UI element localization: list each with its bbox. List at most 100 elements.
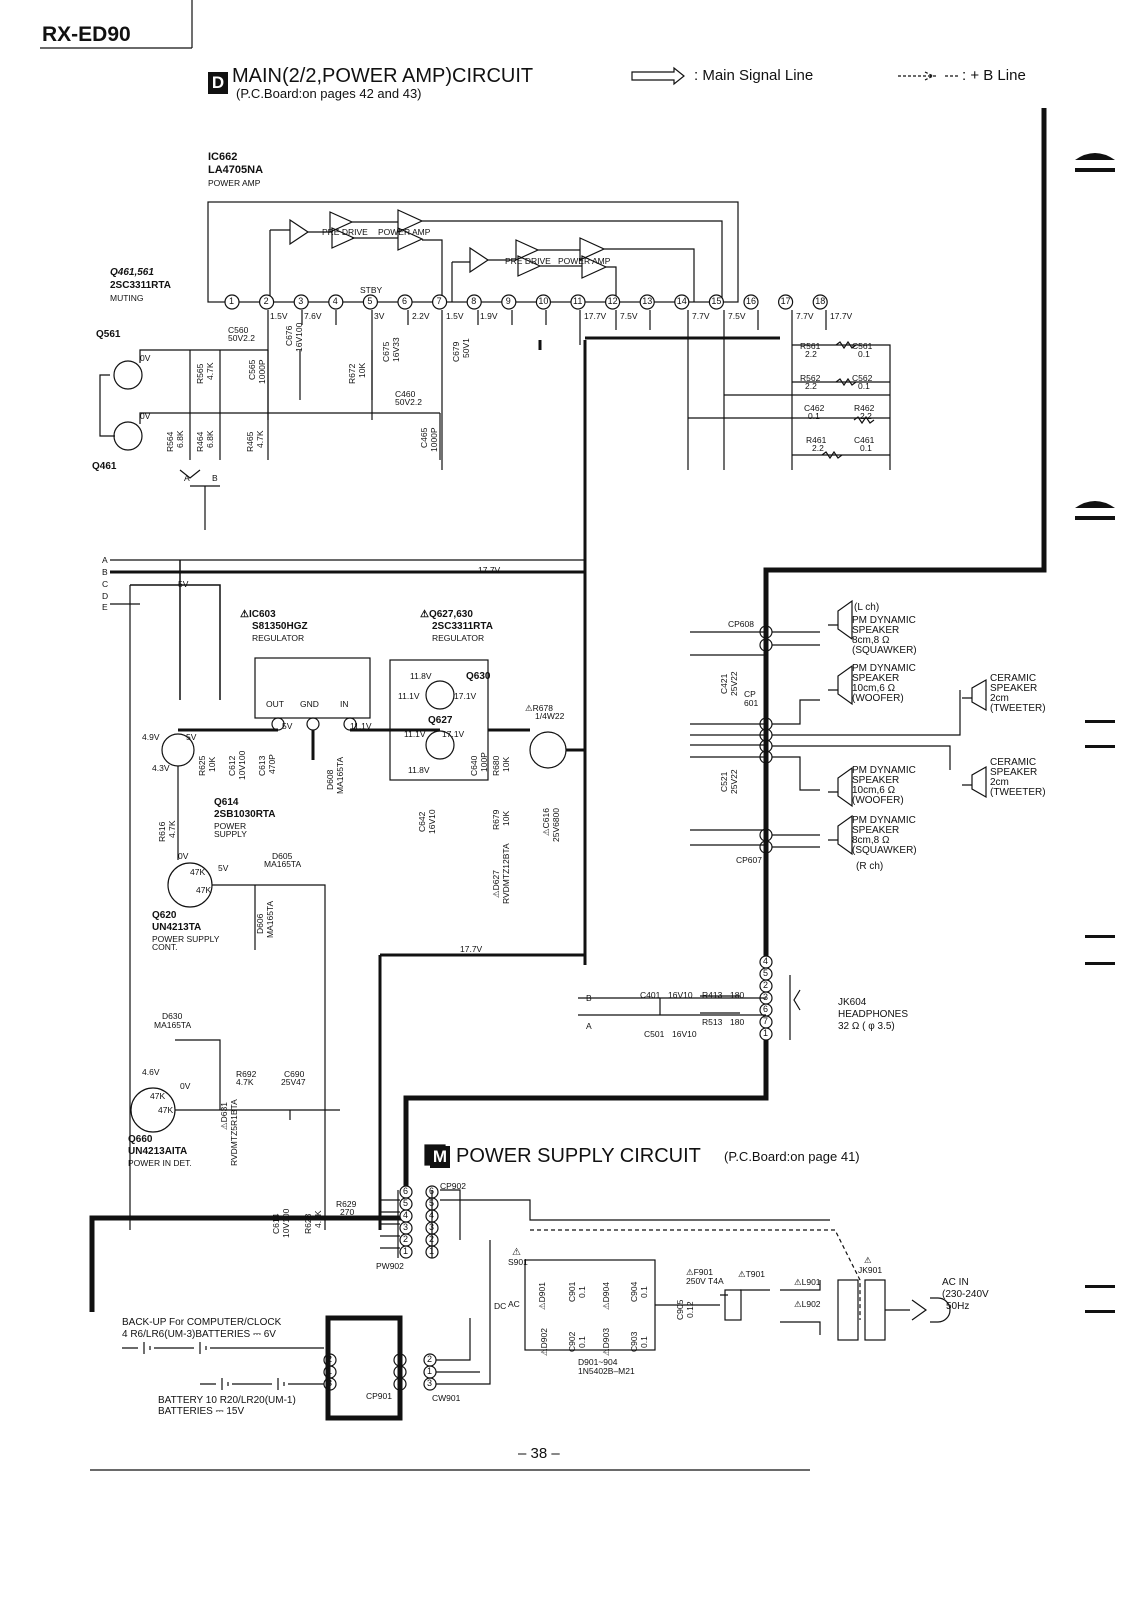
switch-ac: AC: [508, 1299, 520, 1309]
binder-mark: [1075, 153, 1115, 160]
page-title: MAIN(2/2,POWER AMP)CIRCUIT: [232, 65, 534, 87]
node-a-label: A: [184, 473, 190, 483]
q620-ref: Q620: [152, 910, 177, 921]
q660-ov: 0V: [180, 1081, 191, 1091]
r679-label: R679: [491, 809, 501, 830]
c421-value: 25V22: [729, 671, 739, 696]
speaker-spec-line: 2cm: [990, 777, 1009, 788]
c565-label: C565: [247, 359, 257, 380]
jk604-pin: [759, 1027, 773, 1041]
q620-desc1: POWER SUPPLY: [152, 934, 220, 944]
bus-e: E: [102, 602, 108, 612]
ic662-pin-9: [501, 294, 517, 310]
jk901-warning-icon: ⚠: [864, 1255, 872, 1265]
q627-v111: 11.1V: [404, 729, 426, 739]
c616-value: 25V6800: [551, 807, 561, 842]
jk604-pin-number: 6: [763, 1004, 769, 1014]
ic603-gnd: GND: [300, 699, 319, 709]
ic662-pin-number: 15: [711, 296, 722, 306]
ic662-pin-voltage: 17.7V: [830, 311, 853, 321]
c614-value: 10V100: [281, 1208, 291, 1238]
backup-line1: BACK-UP For COMPUTER/CLOCK: [122, 1317, 282, 1328]
jk604-pin-number: 1: [763, 1028, 769, 1038]
c904-value: 0.1: [639, 1286, 649, 1298]
r461-label: R461: [806, 435, 827, 445]
ic662-body: [207, 201, 739, 303]
cp901-pin-number: 3: [327, 1378, 333, 1388]
c903-label: C903: [629, 1331, 639, 1352]
ic662-pin-number: 2: [263, 296, 269, 306]
cp902-pin-number: 6: [403, 1186, 409, 1196]
lch-label: (L ch): [854, 602, 880, 613]
cp902-pin-number: 4: [429, 1210, 435, 1220]
q627-desc: REGULATOR: [432, 633, 485, 643]
c421-label: C421: [719, 673, 729, 694]
speaker-spec-line: PM DYNAMIC: [852, 765, 916, 776]
speaker-spec-line: PM DYNAMIC: [852, 663, 916, 674]
t901-label: ⚠T901: [738, 1269, 765, 1279]
r680-label: R680: [491, 755, 501, 776]
c562-value: 0.1: [858, 381, 870, 391]
q627-v118: 11.8V: [408, 765, 430, 775]
c562-label: C562: [852, 373, 873, 383]
ic603-5v: 5V: [282, 721, 293, 731]
ic662-pin-number: 4: [332, 296, 338, 306]
q660-v46: 4.6V: [142, 1067, 160, 1077]
jk604-pin-number: 3: [763, 992, 769, 1002]
q627-box: [389, 659, 489, 781]
ic662-pin-13: [639, 294, 655, 310]
q614-desc1: POWER: [214, 821, 247, 831]
ic662-pin-14: [674, 294, 690, 310]
legend-main-signal: : Main Signal Line: [694, 67, 814, 84]
r625-value: 10K: [207, 756, 217, 772]
q620-5v: 5V: [218, 863, 229, 873]
c521-label: C521: [719, 771, 729, 792]
cp902-label: CP902: [440, 1181, 466, 1191]
c613-label: C613: [257, 755, 267, 776]
c640-label: C640: [469, 755, 479, 776]
page-subtitle: (P.C.Board:on pages 42 and 43): [236, 86, 422, 101]
f901-value: 250V T4A: [686, 1276, 724, 1286]
tweeter-r-icon: [962, 765, 987, 799]
jk604-pin-number: 7: [763, 1016, 769, 1026]
ic662-pin-number: 5: [367, 296, 373, 306]
q561-label: Q561: [96, 329, 121, 340]
ic662-pin-7: [432, 294, 448, 310]
r692-value: 4.7K: [236, 1077, 254, 1087]
speaker-spec-line: 10cm,6 Ω: [852, 683, 896, 694]
cp901-pin-number: 3: [427, 1378, 433, 1388]
ic662-predrive-2: PRE DRIVE: [505, 256, 551, 266]
ic662-pin-8: [466, 294, 482, 310]
ic662-pin-18: [812, 294, 828, 310]
jk604-spec: 32 Ω ( φ 3.5): [838, 1021, 895, 1032]
cp902-pin-number: 2: [403, 1234, 409, 1244]
jk604-ref: JK604: [838, 997, 867, 1008]
c521-value: 25V22: [729, 769, 739, 794]
d627-value: RVDMTZ12BTA: [501, 843, 511, 904]
frame-border: [89, 108, 1047, 1310]
c904-label: C904: [629, 1281, 639, 1302]
r561-label: R561: [800, 341, 821, 351]
ic662-poweramp-2: POWER AMP: [558, 256, 611, 266]
ic662-pin-17: [777, 294, 794, 310]
bus-d: D: [102, 591, 109, 601]
c640-value: 100P: [479, 752, 489, 772]
c675-label: C675: [381, 341, 391, 362]
power-title: POWER SUPPLY CIRCUIT: [456, 1145, 701, 1167]
bus-17v: 17.7V: [478, 565, 501, 575]
r464-value: 6.8K: [205, 430, 215, 449]
q630-v118: 11.8V: [410, 671, 432, 681]
q660-ref: Q660: [128, 1134, 153, 1145]
q614-part: 2SB1030RTA: [214, 809, 276, 820]
ic662-pin-4: [328, 294, 344, 310]
r692-label: R692: [236, 1069, 257, 1079]
c561-label: C561: [852, 341, 873, 351]
q627-v171: 17.1V: [442, 729, 465, 739]
pw902-label: PW902: [376, 1261, 404, 1271]
cp608-label: CP608: [728, 619, 754, 629]
cp901-pin-number: 1: [427, 1366, 433, 1376]
speaker-spec-line: 10cm,6 Ω: [852, 785, 896, 796]
r462-label: R462: [854, 403, 875, 413]
